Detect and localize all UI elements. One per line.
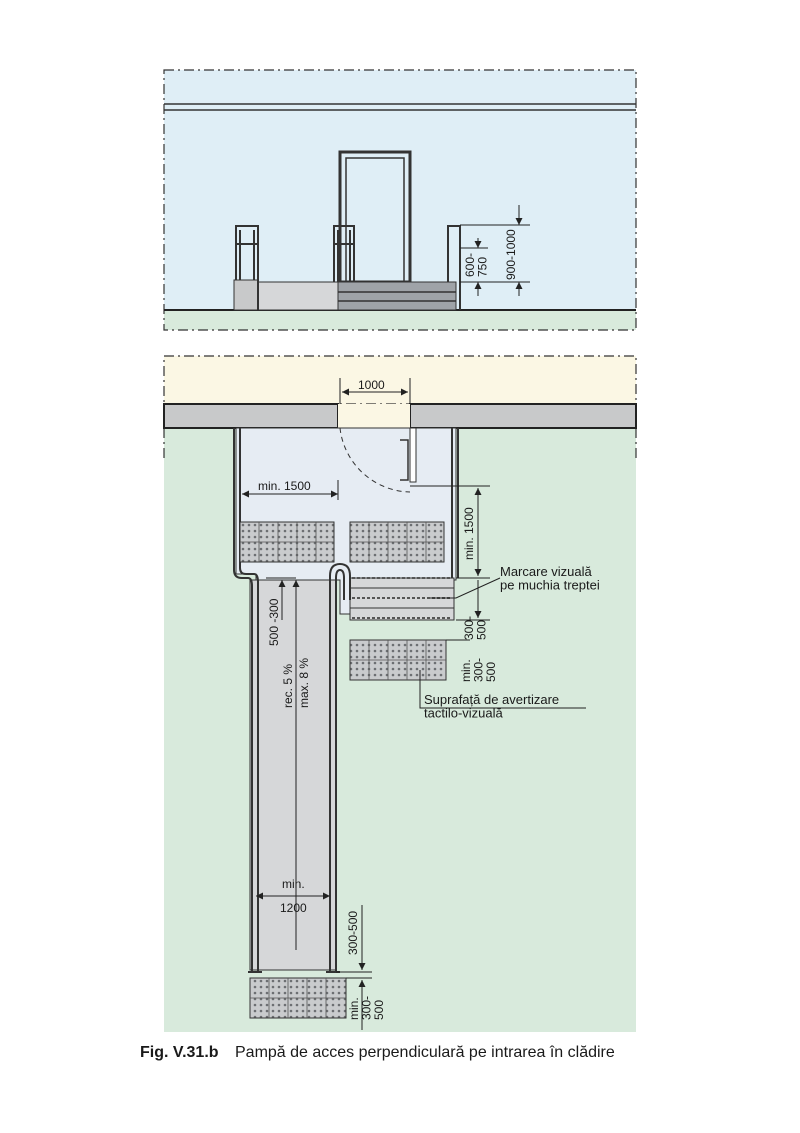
- dim-tactile-ramp: min.300-500: [347, 996, 386, 1020]
- elevation-dimensions: [460, 205, 530, 296]
- wall-right: [409, 403, 637, 429]
- plan-view: 1000 min. 1500 min. 1500 300-500 500 -30…: [163, 355, 637, 1032]
- elevation-stairs: [337, 281, 457, 311]
- plan-handrails: [233, 428, 459, 973]
- slope-rec: rec. 5 %: [281, 664, 295, 708]
- figure-title: Pampă de acces perpendiculară pe intrare…: [235, 1044, 615, 1061]
- elevation-handrails: [235, 225, 461, 310]
- interior-area: [164, 356, 636, 404]
- dim-door-1000: 1000: [358, 378, 385, 392]
- dim-landing-depth: min. 1500: [462, 507, 476, 560]
- wall-left: [163, 403, 339, 429]
- figure-caption: Fig. V.31.b Pampă de acces perpendicular…: [140, 1044, 615, 1062]
- dim-landing-width: min. 1500: [258, 479, 311, 493]
- dim-ramp-end: 300-500: [346, 911, 360, 955]
- dim-gap-500-300: 500 -300: [267, 598, 281, 646]
- dim-tactile-stair: min.300-500: [459, 658, 498, 682]
- figure-number: Fig. V.31.b: [140, 1044, 219, 1061]
- elevation-view: 600-750 900-1000: [163, 69, 637, 331]
- ramp-width-value: 1200: [280, 901, 307, 915]
- dim-900-1000: 900-1000: [504, 229, 518, 280]
- ramp: [249, 579, 337, 971]
- dim-600-750: 600-750: [463, 253, 490, 277]
- slope-max: max. 8 %: [297, 658, 311, 708]
- ramp-width-min: min.: [282, 877, 305, 891]
- door-swing: [339, 427, 417, 493]
- dim-stair-300-500: 300-500: [462, 616, 489, 640]
- stair-edge-marking: [352, 577, 452, 619]
- plan-dimensions: [242, 378, 586, 1030]
- doorway: [338, 404, 410, 428]
